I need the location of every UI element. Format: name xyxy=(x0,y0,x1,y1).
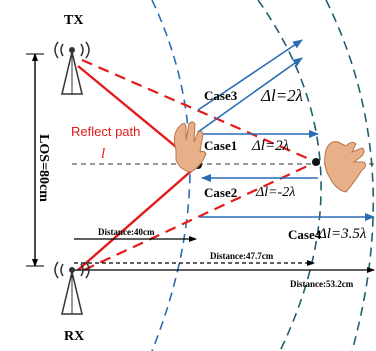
distance-47-label: Distance:47.7cm xyxy=(210,251,274,261)
case4-label: Case4 xyxy=(288,227,322,242)
reflection-point-2 xyxy=(312,158,320,166)
case2-delta: Δl=-2λ xyxy=(255,185,295,200)
distance-arrows xyxy=(74,236,375,273)
fresnel-zone-arc-2 xyxy=(257,0,322,351)
distance-53-label: Distance:53.2cm xyxy=(290,279,354,289)
case3-arrow xyxy=(197,57,303,133)
reflect-path-dashed-rx xyxy=(83,161,317,271)
tx-antenna-icon xyxy=(54,41,90,95)
los-label: LOS=80cm xyxy=(36,134,51,202)
hand-icon-1 xyxy=(173,121,207,173)
case3-arrow-upper xyxy=(197,39,303,111)
fresnel-zone-arc-3 xyxy=(325,0,375,351)
hand-icon-2 xyxy=(324,141,367,193)
case-arrows xyxy=(197,39,375,221)
case3-delta: Δl=2λ xyxy=(260,86,303,105)
tx-label: TX xyxy=(64,13,83,28)
case1-delta: Δl=2λ xyxy=(251,138,290,154)
reflect-path-dashed-tx xyxy=(81,58,317,164)
distance-40-label: Distance:40cm xyxy=(98,227,155,237)
case4-delta: Δl=3.5λ xyxy=(317,226,367,242)
los-line xyxy=(26,53,44,267)
reflect-path-label: Reflect path xyxy=(71,124,140,139)
case3-label: Case3 xyxy=(204,88,238,103)
rx-antenna-icon xyxy=(54,261,90,315)
case2-label: Case2 xyxy=(204,185,237,200)
reflect-path-symbol: l xyxy=(101,146,105,162)
rx-label: RX xyxy=(64,329,84,344)
case1-label: Case1 xyxy=(204,138,237,153)
reflect-path-solid-rx xyxy=(77,164,199,271)
